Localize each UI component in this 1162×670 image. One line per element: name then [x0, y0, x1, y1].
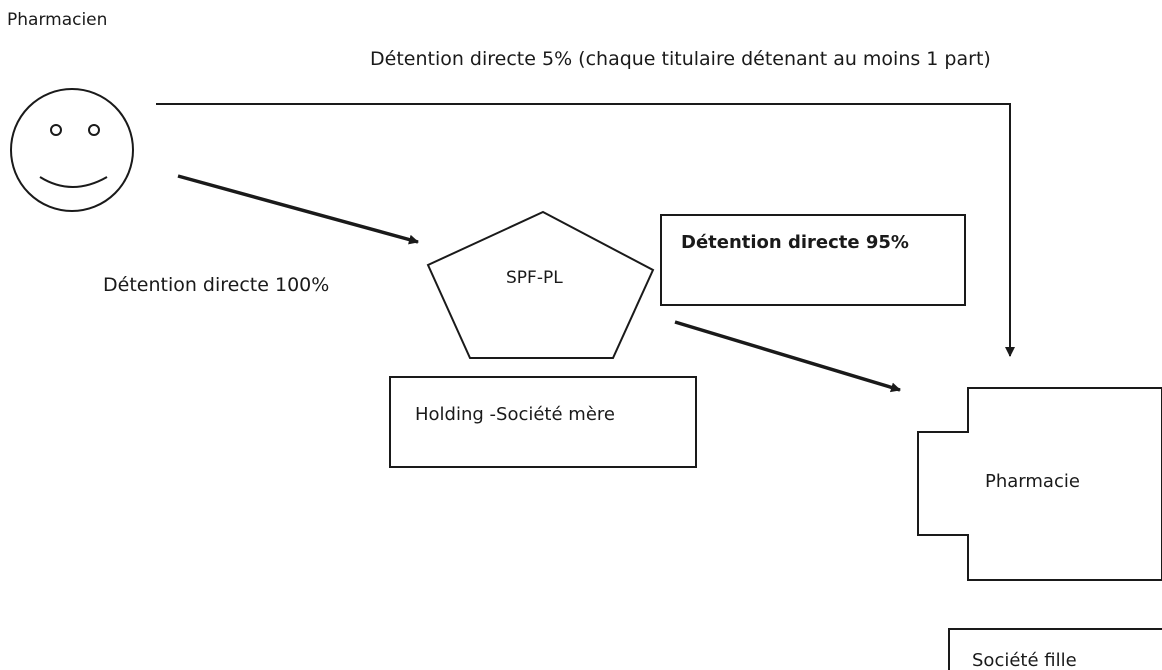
pharmacy-caption-box: Société fille [948, 628, 1162, 670]
holding-caption: Holding -Société mère [415, 404, 615, 425]
pharmacy-name: Pharmacie [985, 471, 1080, 492]
link-label-holding-to-pharmacy: Détention directe 95% [681, 232, 909, 253]
smiley-face-icon [10, 88, 134, 212]
pharmacist-label: Pharmacien [7, 10, 108, 30]
arrow-pharmacist-to-holding [177, 174, 419, 245]
pentagon-icon [426, 210, 655, 359]
pharmacy-caption: Société fille [972, 650, 1077, 670]
cross-shape-icon [917, 387, 1162, 581]
holding-caption-box: Holding -Société mère [389, 376, 697, 468]
arrow-holding-to-pharmacy [674, 320, 901, 393]
link-label-pharmacist-to-holding: Détention directe 100% [103, 274, 330, 296]
holding-to-pharmacy-label-box: Détention directe 95% [660, 214, 966, 306]
holding-name: SPF-PL [506, 268, 563, 288]
link-label-pharmacist-to-pharmacy: Détention directe 5% (chaque titulaire d… [370, 48, 991, 70]
arrow-pharmacist-to-pharmacy [156, 103, 1015, 357]
